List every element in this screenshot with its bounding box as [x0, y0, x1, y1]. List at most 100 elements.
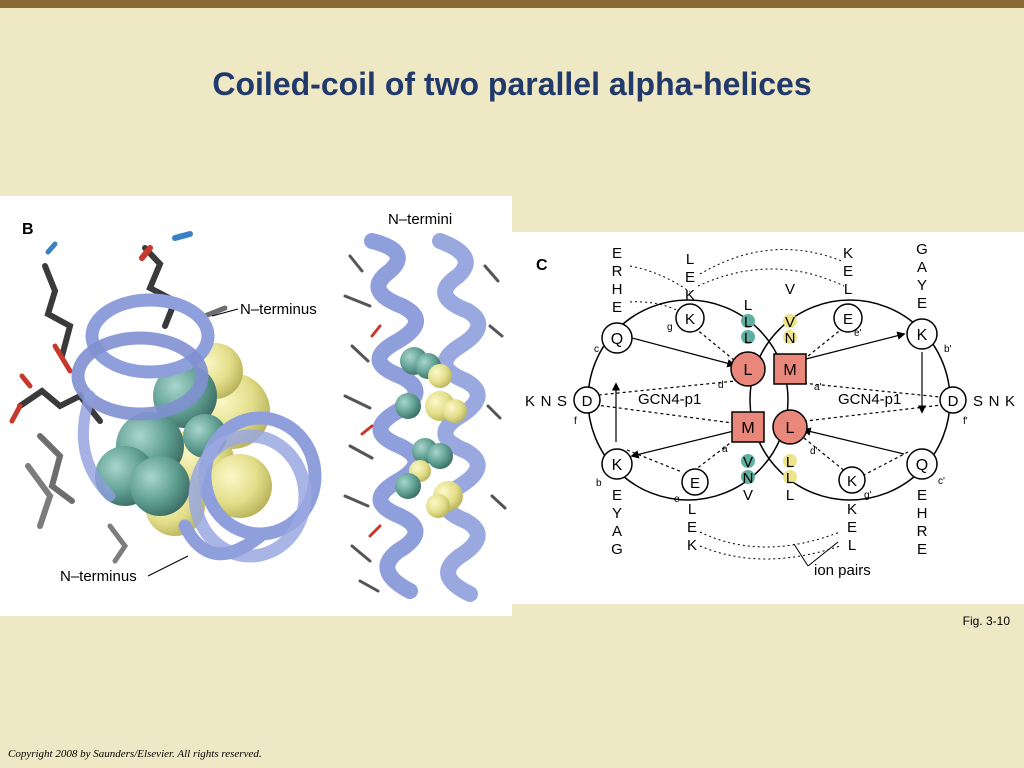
- residue-right-b: K b': [906, 318, 952, 355]
- stack-left-d-2: L: [744, 314, 752, 331]
- panel-c-helical-wheel: C: [525, 241, 1015, 579]
- svg-text:g: g: [667, 322, 673, 333]
- stack-right-e-3: L: [844, 281, 852, 298]
- svg-text:f: f: [574, 416, 577, 427]
- svg-text:f': f': [963, 416, 968, 427]
- panel-c-letter: C: [536, 257, 548, 274]
- residue-right-a: M a': [773, 353, 822, 393]
- left-wheel-label: GCN4-p1: [638, 391, 701, 408]
- svg-text:E: E: [843, 311, 853, 328]
- svg-text:c: c: [594, 344, 599, 355]
- stack-left-e-3: K: [687, 537, 697, 554]
- svg-text:b: b: [596, 478, 602, 489]
- svg-text:D: D: [948, 393, 959, 410]
- label-n-termini: N–termini: [388, 211, 452, 228]
- stack-left-c-1: E: [612, 245, 622, 262]
- svg-text:M: M: [741, 420, 754, 437]
- stack-right-b-2: A: [917, 259, 927, 276]
- stack-right-c-2: H: [917, 505, 928, 522]
- left-wheel-connectors: [588, 323, 747, 473]
- residue-right-g: K g': [838, 466, 872, 501]
- side-left-2: N: [541, 393, 552, 410]
- stack-right-b-1: G: [916, 241, 928, 258]
- residue-left-b: K b: [596, 448, 633, 489]
- svg-text:Q: Q: [916, 457, 928, 474]
- stack-left-b-2: Y: [612, 505, 622, 522]
- svg-text:E: E: [690, 475, 700, 492]
- stack-left-a-3: V: [743, 487, 753, 504]
- svg-text:L: L: [744, 362, 753, 379]
- top-bar: [0, 0, 1024, 8]
- svg-text:a: a: [722, 444, 728, 455]
- ion-pairs-label: ion pairs: [814, 562, 871, 579]
- stack-left-a-1: V: [743, 454, 753, 471]
- stack-right-c-4: E: [917, 541, 927, 558]
- left-wheel-residues: Q c K g D f L d M a: [573, 303, 766, 505]
- residue-left-g: K g: [667, 303, 705, 333]
- residue-left-f: D f: [573, 386, 601, 427]
- stack-right-e-2: E: [843, 263, 853, 280]
- svg-text:e': e': [854, 328, 862, 339]
- svg-text:c': c': [938, 476, 945, 487]
- svg-text:L: L: [786, 420, 795, 437]
- side-right-2: N: [989, 393, 1000, 410]
- figure-number: Fig. 3-10: [962, 614, 1010, 628]
- stack-left-e-1: L: [688, 501, 696, 518]
- stack-left-b-4: G: [611, 541, 623, 558]
- stack-right-e-1: K: [843, 245, 853, 262]
- stack-right-d-1: L: [786, 454, 794, 471]
- residue-left-d: L d: [718, 351, 766, 391]
- panel-b: B: [0, 196, 512, 616]
- stack-left-g-1: L: [686, 251, 694, 268]
- stack-left-d-1: L: [744, 297, 752, 314]
- svg-text:D: D: [582, 393, 593, 410]
- stack-left-g-3: K: [685, 287, 695, 304]
- residue-left-a: M a: [722, 411, 765, 455]
- stack-right-b-3: Y: [917, 277, 927, 294]
- side-residues: K N S S N K: [525, 393, 1015, 410]
- svg-text:K: K: [917, 327, 928, 344]
- label-n-terminus-top: N–terminus: [240, 301, 317, 318]
- stack-right-g-2: E: [847, 519, 857, 536]
- right-wheel-label: GCN4-p1: [838, 391, 901, 408]
- svg-text:K: K: [685, 311, 695, 328]
- label-n-terminus-bottom: N–terminus: [60, 568, 137, 585]
- stack-right-d-3: L: [786, 487, 794, 504]
- svg-text:Q: Q: [611, 331, 623, 348]
- stack-right-b-4: E: [917, 295, 927, 312]
- stack-left-c-3: H: [612, 281, 623, 298]
- stack-right-c-3: R: [917, 523, 928, 540]
- right-wheel-residues: E e' K b' M a' D f' L d': [772, 303, 968, 501]
- stack-right-a-1: V: [785, 281, 795, 298]
- stack-left-c-2: R: [612, 263, 623, 280]
- stack-left-b-1: E: [612, 487, 622, 504]
- panel-b-figure: B: [9, 211, 507, 602]
- svg-text:b': b': [944, 344, 952, 355]
- stack-left-b-3: A: [612, 523, 622, 540]
- residue-left-c: Q c: [594, 322, 633, 355]
- svg-text:d: d: [718, 380, 724, 391]
- stack-right-g-1: K: [847, 501, 857, 518]
- stack-right-a-2: V: [785, 314, 795, 331]
- stack-left-e-2: E: [687, 519, 697, 536]
- stack-left-d-3: L: [744, 330, 752, 347]
- side-left-1: K: [525, 393, 535, 410]
- helix-ribbon-side-view: [343, 233, 507, 602]
- residue-stacks: E R H E L E K L L L V N V E Y A G L E K …: [611, 241, 928, 558]
- copyright-notice: Copyright 2008 by Saunders/Elsevier. All…: [8, 748, 262, 760]
- stack-right-g-3: L: [848, 537, 856, 554]
- residue-right-f: D f': [939, 386, 968, 427]
- stack-left-c-4: E: [612, 299, 622, 316]
- stack-right-d-2: L: [786, 470, 794, 487]
- svg-text:e: e: [674, 494, 680, 505]
- stack-left-g-2: E: [685, 269, 695, 286]
- helix-ribbon-left: [71, 293, 322, 563]
- side-right-1: S: [973, 393, 983, 410]
- stack-right-c-1: E: [917, 487, 927, 504]
- residue-left-e: E e: [674, 468, 709, 505]
- panel-c: C: [512, 232, 1024, 604]
- residue-right-c: Q c': [906, 448, 945, 487]
- side-left-3: S: [557, 393, 567, 410]
- ion-pair-leaders: [793, 541, 839, 567]
- packing-spheres-side-view: [395, 347, 467, 518]
